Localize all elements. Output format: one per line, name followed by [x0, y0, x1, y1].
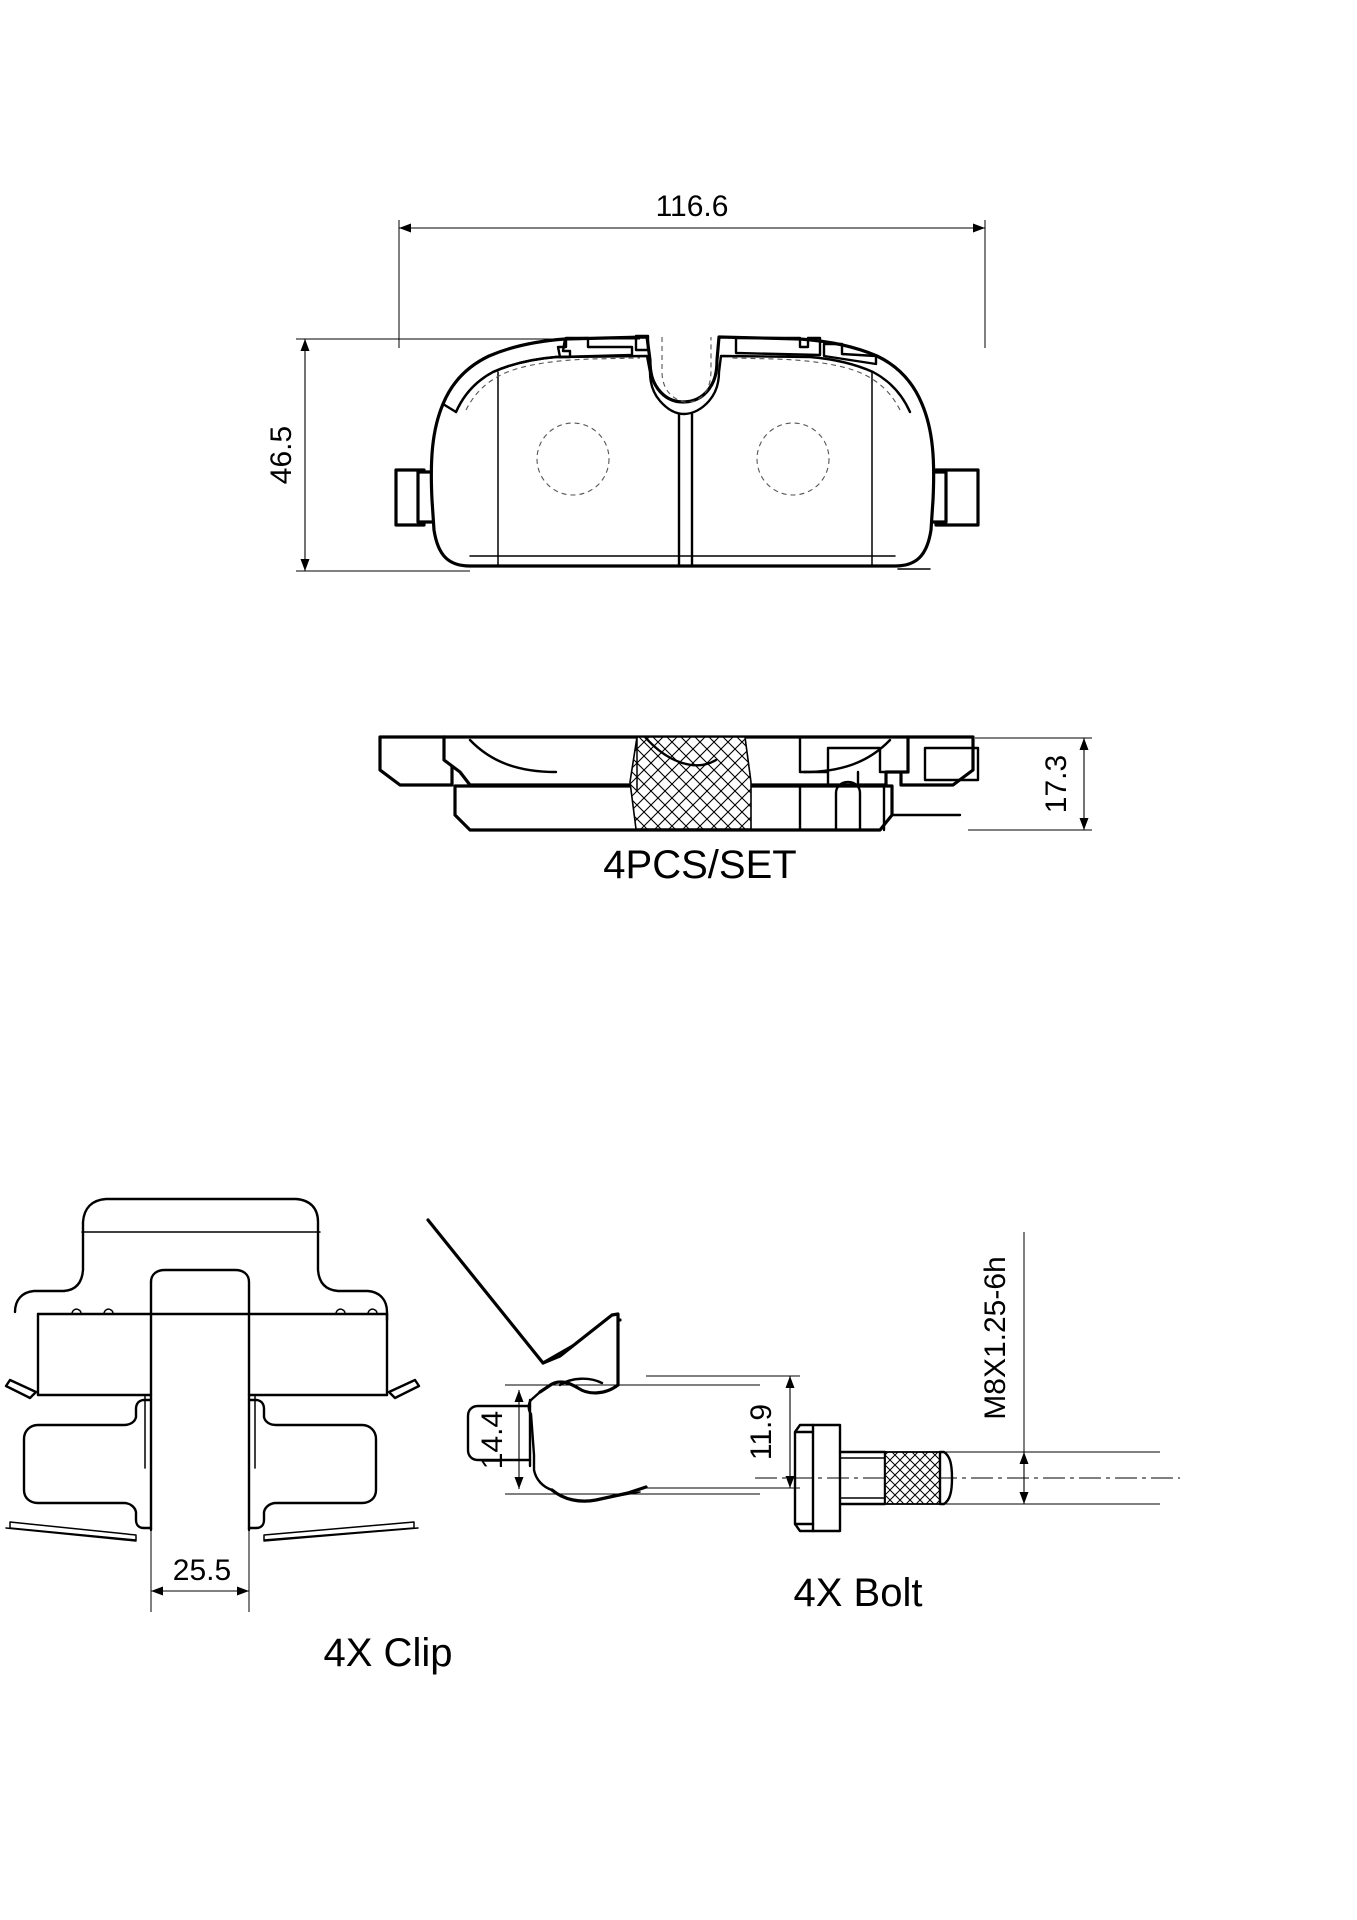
pad-center-notch-hidden [661, 337, 712, 403]
clip-front-view: 25.5 4X Clip [4, 1197, 453, 1675]
clip-bump-a [71, 1308, 82, 1315]
side-shim-step-b [826, 770, 860, 787]
pad-right-hidden-chamfer [729, 357, 901, 411]
clip-center-tab [149, 1268, 251, 1532]
dim-clip-width-text: 25.5 [173, 1554, 231, 1587]
clip-lobe-left [22, 1398, 153, 1530]
pad-notch-right-b [822, 342, 878, 366]
side-top-relief-left [468, 738, 558, 774]
bolt-hex-chamfer-lines [793, 1430, 815, 1526]
side-right-tab [899, 735, 975, 787]
dim-pad-thickness-text: 17.3 [1040, 755, 1073, 813]
pad-notch-left-b [634, 334, 650, 352]
pad-left-hidden-chamfer [465, 357, 641, 411]
clip-outer-body [13, 1197, 389, 1322]
clip-blade-left [9, 1521, 137, 1541]
clip-lobe-right [247, 1398, 378, 1530]
dim-pad-width-text: 116.6 [656, 190, 729, 223]
clip-side-block [466, 1404, 532, 1462]
bolt-thread-hatch [884, 1451, 941, 1505]
clip-bump-c [335, 1308, 346, 1315]
brake-pad-side-view: 17.3 4PCS/SET [378, 735, 1092, 887]
side-lining-top-curve [643, 735, 718, 767]
clip-bump-b [103, 1308, 114, 1315]
clip-blade-left-line [5, 1527, 137, 1542]
side-center-notch [834, 780, 862, 832]
bolt-view: M8X1.25-6h 4X Bolt [755, 1232, 1180, 1615]
clip-side-cap-ridge [558, 1377, 604, 1387]
pad-notch-right-a [734, 336, 822, 357]
clip-blade-right [263, 1521, 415, 1541]
clip-spring-wing-left [4, 1378, 38, 1400]
bolt-head-body [811, 1423, 842, 1533]
clip-spring-foot [538, 1380, 620, 1395]
dim-clip-inner-height-text: 14.4 [476, 1411, 509, 1469]
side-lining-hatch [629, 736, 752, 830]
pad-rivet-hole-left [536, 422, 610, 496]
label-clip: 4X Clip [324, 1631, 453, 1675]
clip-blade-right-line [263, 1527, 419, 1542]
dim-pad-height-text: 46.5 [265, 426, 298, 484]
clip-spring-wing-right [387, 1378, 421, 1400]
pad-friction-edge [454, 354, 912, 416]
bolt-thread-end [938, 1450, 954, 1506]
side-shim-step-c [923, 746, 980, 782]
dim-clip-height-text: 11.9 [745, 1404, 778, 1460]
dim-bolt-thread-text: M8X1.25-6h [979, 1256, 1012, 1419]
clip-side-view: 14.4 11.9 [426, 1218, 800, 1503]
pad-backing-plate [429, 335, 936, 568]
brake-pad-front-view: 116.6 46.5 [265, 190, 986, 572]
label-pad-set: 4PCS/SET [603, 843, 796, 887]
label-bolt: 4X Bolt [794, 1571, 923, 1615]
clip-spring-crook [541, 1312, 620, 1387]
clip-side-lower-blade-edge [595, 1491, 641, 1501]
clip-side-body [527, 1390, 554, 1492]
pad-rivet-hole-right [756, 422, 830, 496]
side-left-tab [378, 735, 454, 787]
side-shim-step-a [798, 735, 902, 774]
clip-bump-d [367, 1308, 378, 1315]
